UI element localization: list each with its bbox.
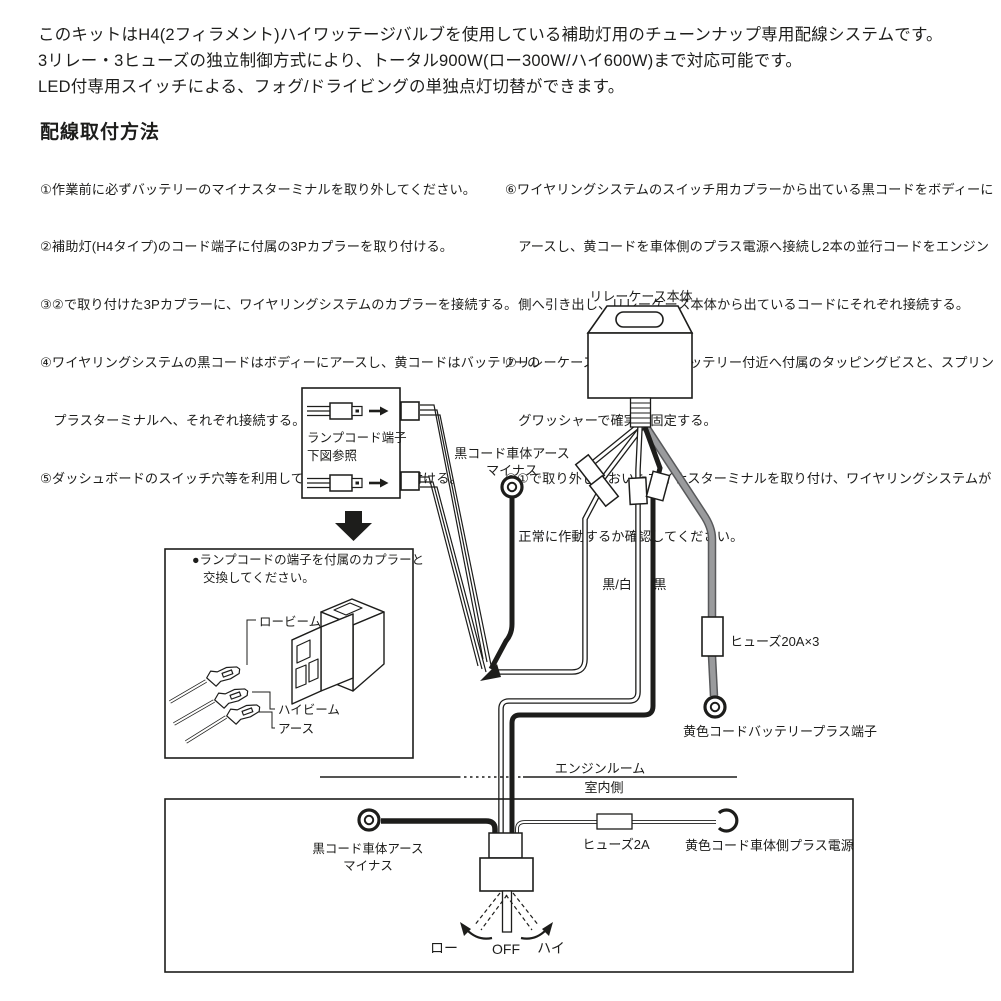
instruction-line: ③②で取り付けた3Pカプラーに、ワイヤリングシステムのカプラーを接続する。 — [40, 297, 518, 313]
battery-plus-label: 黄色コードバッテリープラス端子 — [683, 724, 877, 739]
coupler-symbol-2 — [307, 474, 389, 492]
spade-terminals — [206, 666, 261, 725]
ring-terminal-battery-plus — [703, 695, 727, 719]
earth-label: アース — [278, 722, 314, 736]
down-arrow-icon — [335, 511, 372, 541]
section-title: 配線取付方法 — [40, 122, 161, 143]
detail-leader-lines — [246, 619, 275, 729]
instruction-line: プラスターミナルへ、それぞれ接続する。 — [40, 413, 306, 429]
ground-wire-lower — [381, 818, 498, 834]
junction-arrowhead — [480, 664, 501, 681]
ground-upper-label-1: 黒コード車体アース — [454, 446, 570, 461]
detail-note-1: ●ランプコードの端子を付属のカプラーと — [192, 553, 424, 567]
instruction-line: ④ワイヤリングシステムの黒コードはボディーにアースし、黄コードはバッテリーの — [40, 355, 541, 371]
toggle-switch: ロー OFF ハイ — [430, 832, 565, 957]
instruction-line: ②補助灯(H4タイプ)のコード端子に付属の3Pカプラーを取り付ける。 — [40, 239, 454, 255]
ground-lower-label-2: マイナス — [343, 859, 393, 873]
lamp-cord-box: ランプコード端子 下図参照 — [301, 387, 407, 499]
ground-wire-upper — [488, 497, 515, 671]
lamp-coupler-wire-bundles — [420, 404, 492, 673]
instruction-line: アースし、黄コードを車体側のプラス電源へ接続し2本の並行コードをエンジン — [505, 239, 990, 255]
relay-case — [586, 305, 694, 428]
switch-low-label: ロー — [430, 940, 458, 956]
low-beam-label: ロービーム — [259, 615, 321, 629]
black-wire — [509, 426, 663, 833]
fuse-20a — [701, 616, 724, 657]
fuse-2a — [596, 813, 633, 830]
ground-upper-label-2: マイナス — [486, 463, 538, 478]
intro-paragraph: このキットはH4(2フィラメント)ハイワッテージバルブを使用している補助灯用のチ… — [38, 22, 943, 100]
switch-ghost-levers — [473, 892, 540, 931]
intro-line: 3リレー・3ヒューズの独立制御方式により、トータル900W(ロー300W/ハイ6… — [38, 52, 803, 70]
ring-terminal-ground-lower — [357, 808, 381, 832]
lamp-box-label-2: 下図参照 — [307, 448, 357, 463]
body-plus-label: 黄色コード車体側プラス電源 — [685, 838, 854, 853]
ring-terminal-ground-upper — [500, 475, 524, 499]
intro-line: このキットはH4(2フィラメント)ハイワッテージバルブを使用している補助灯用のチ… — [38, 26, 943, 44]
inline-connectors — [574, 453, 671, 508]
coupler-3d — [291, 598, 385, 705]
instruction-line: ⑧①で取り外しておいたマイナスターミナルを取り付け、ワイヤリングシステムが — [505, 471, 992, 487]
relay-case-label: リレーケース本体 — [589, 289, 692, 304]
detail-note-2: 交換してください。 — [203, 570, 315, 585]
coupler-symbol-1 — [307, 402, 389, 420]
engine-room-label: エンジンルーム — [555, 761, 646, 776]
fuse-2a-label: ヒューズ2A — [582, 837, 650, 852]
right-arrow-icon — [369, 406, 389, 416]
instruction-line: 正常に作動するか確認してください。 — [505, 528, 744, 544]
switch-off-label: OFF — [492, 941, 520, 957]
instruction-line: ⑥ワイヤリングシステムのスイッチ用カプラーから出ている黒コードをボディーに — [505, 181, 994, 197]
instruction-line: グワッシャーで確実に固定する。 — [505, 413, 717, 429]
fuse-20a-label: ヒューズ20A×3 — [730, 634, 819, 649]
open-spade-terminal — [717, 808, 739, 833]
intro-line: LED付専用スイッチによる、フォグ/ドライビングの単独点灯切替ができます。 — [38, 78, 625, 96]
corrugated-tube — [629, 397, 652, 428]
instruction-line: ①作業前に必ずバッテリーのマイナスターミナルを取り外してください。 — [40, 181, 477, 197]
lamp-square-couplers — [400, 401, 420, 491]
cabin-side-label: 室内側 — [584, 780, 623, 795]
right-arrow-icon — [369, 478, 389, 488]
switch-arrows — [460, 922, 553, 940]
cabin-box: 黒コード車体アース マイナス ヒューズ2A 黄色コード車体側プラス電源 — [164, 798, 854, 973]
lamp-terminal-detail-box: ●ランプコードの端子を付属のカプラーと 交換してください。 — [164, 548, 424, 759]
high-beam-label: ハイビーム — [278, 703, 340, 717]
wire-label-black: 黒 — [653, 577, 666, 592]
wire-label-black-white: 黒/白 — [602, 577, 632, 592]
lamp-box-label-1: ランプコード端子 — [307, 431, 407, 445]
ground-lower-label-1: 黒コード車体アース — [312, 842, 423, 856]
switch-high-label: ハイ — [537, 940, 565, 956]
